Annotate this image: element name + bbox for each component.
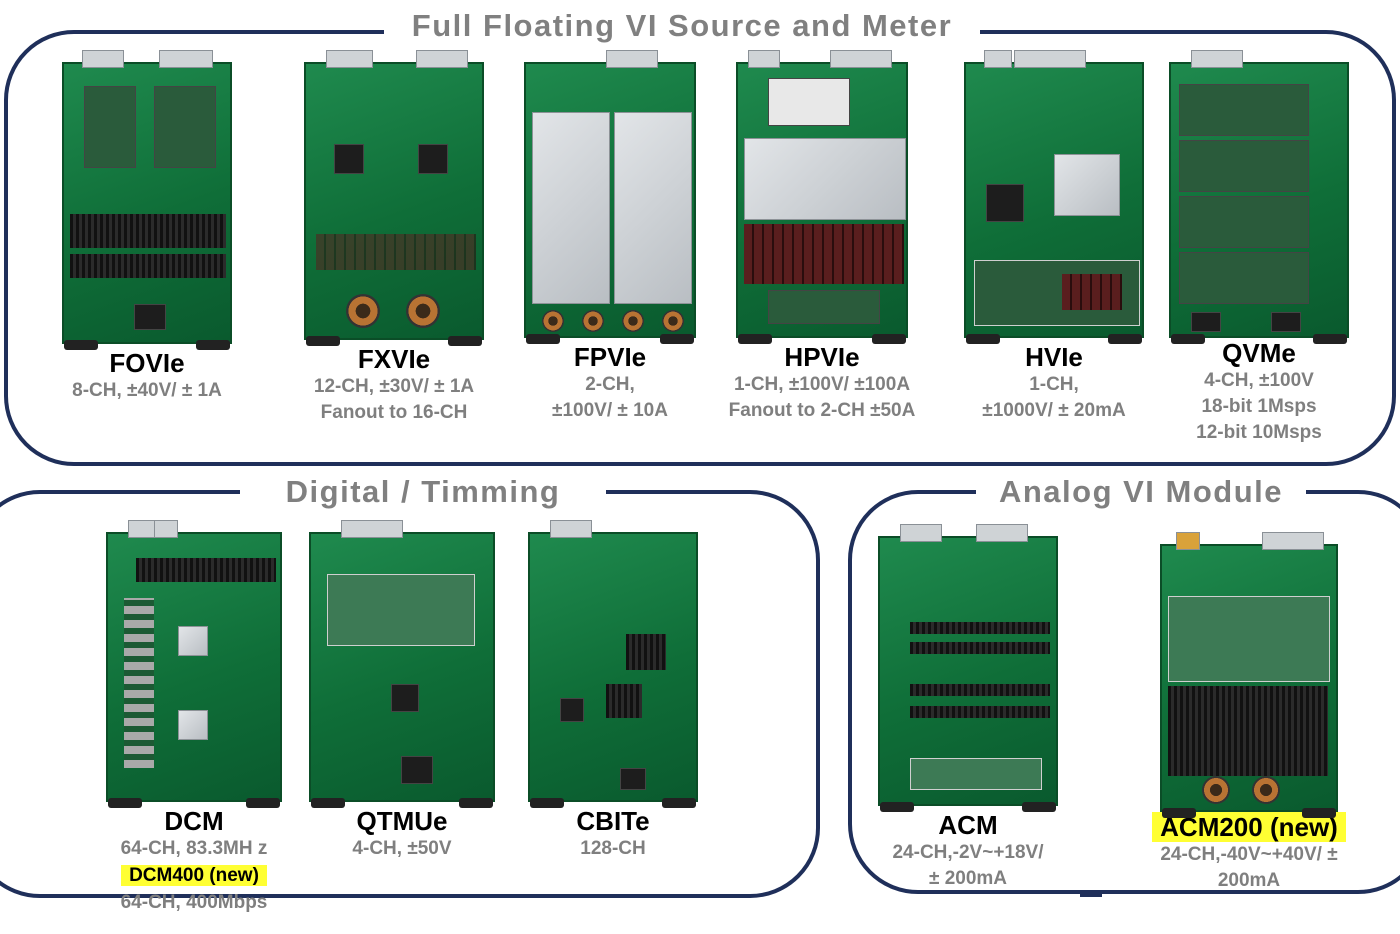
module-fxvie: FXVIe 12-CH, ±30V/ ± 1A Fanout to 16-CH: [272, 50, 516, 426]
qvme-spec-3: 12-bit 10Msps: [1196, 422, 1322, 443]
module-fpvie: FPVIe 2-CH, ±100V/ ± 10A: [500, 50, 720, 424]
qtmue-name: QTMUe: [356, 806, 448, 836]
digital-group-title: Digital / Timming: [240, 472, 606, 512]
dcm-name: DCM: [164, 806, 224, 836]
fxvie-spec-2: Fanout to 16-CH: [320, 402, 468, 423]
acm-spec-2: ± 200mA: [928, 868, 1008, 889]
hvie-spec-2: ±1000V/ ± 20mA: [982, 400, 1126, 421]
hpvie-spec-2: Fanout to 2-CH ±50A: [728, 400, 916, 421]
hvie-name: HVIe: [1025, 342, 1083, 372]
fovie-name: FOVIe: [109, 348, 185, 378]
module-qvme: QVMe 4-CH, ±100V 18-bit 1Msps 12-bit 10M…: [1156, 50, 1362, 446]
fpvie-name: FPVIe: [573, 342, 647, 372]
hvie-board-image: [964, 50, 1144, 344]
acm200-spec-1: 24-CH,-40V~+40V/ ±: [1160, 844, 1338, 865]
hpvie-board-image: [736, 50, 908, 344]
hpvie-spec-1: 1-CH, ±100V/ ±100A: [733, 374, 911, 395]
module-hvie: HVIe 1-CH, ±1000V/ ± 20mA: [944, 50, 1164, 424]
qtmue-board-image: [309, 520, 495, 808]
fpvie-board-image: [524, 50, 696, 344]
cbite-name: CBITe: [576, 806, 650, 836]
module-cbite: CBITe 128-CH: [518, 520, 708, 862]
slide-dash: [1080, 893, 1102, 897]
dcm400-new-badge: DCM400 (new): [121, 865, 267, 886]
qvme-spec-1: 4-CH, ±100V: [1204, 370, 1314, 391]
fxvie-name: FXVIe: [357, 344, 431, 374]
qvme-spec-2: 18-bit 1Msps: [1201, 396, 1317, 417]
qvme-name: QVMe: [1222, 338, 1296, 368]
cbite-spec-1: 128-CH: [580, 838, 646, 859]
fpvie-spec-1: 2-CH,: [585, 374, 635, 395]
acm-board-image: [878, 524, 1058, 812]
acm-spec-1: 24-CH,-2V~+18V/: [892, 842, 1044, 863]
qvme-board-image: [1169, 50, 1349, 344]
module-qtmue: QTMUe 4-CH, ±50V: [296, 520, 508, 862]
module-hpvie: HPVIe 1-CH, ±100V/ ±100A Fanout to 2-CH …: [712, 50, 932, 424]
analog-group-title: Analog VI Module: [976, 472, 1306, 512]
fxvie-spec-1: 12-CH, ±30V/ ± 1A: [313, 376, 475, 397]
hvie-spec-1: 1-CH,: [1029, 374, 1079, 395]
module-acm200: ACM200 (new) 24-CH,-40V~+40V/ ± 200mA: [1124, 532, 1374, 894]
module-dcm: DCM 64-CH, 83.3MH z DCM400 (new) 64-CH, …: [80, 520, 308, 916]
fxvie-board-image: [304, 50, 484, 346]
acm200-board-image: [1160, 532, 1338, 818]
acm-name: ACM: [938, 810, 998, 840]
hpvie-name: HPVIe: [784, 342, 860, 372]
dcm-board-image: [106, 520, 282, 808]
qtmue-spec-1: 4-CH, ±50V: [352, 838, 452, 859]
dcm-spec-1: 64-CH, 83.3MH z: [120, 838, 268, 859]
vi-group-title: Full Floating VI Source and Meter: [384, 6, 980, 46]
module-fovie: FOVIe 8-CH, ±40V/ ± 1A: [40, 50, 254, 404]
cbite-board-image: [528, 520, 698, 808]
module-acm: ACM 24-CH,-2V~+18V/ ± 200mA: [870, 524, 1066, 892]
fpvie-spec-2: ±100V/ ± 10A: [552, 400, 668, 421]
acm200-spec-2: 200mA: [1217, 870, 1281, 891]
fovie-board-image: [62, 50, 232, 350]
fovie-spec-1: 8-CH, ±40V/ ± 1A: [72, 380, 222, 401]
dcm400-spec: 64-CH, 400Mbps: [120, 892, 268, 913]
